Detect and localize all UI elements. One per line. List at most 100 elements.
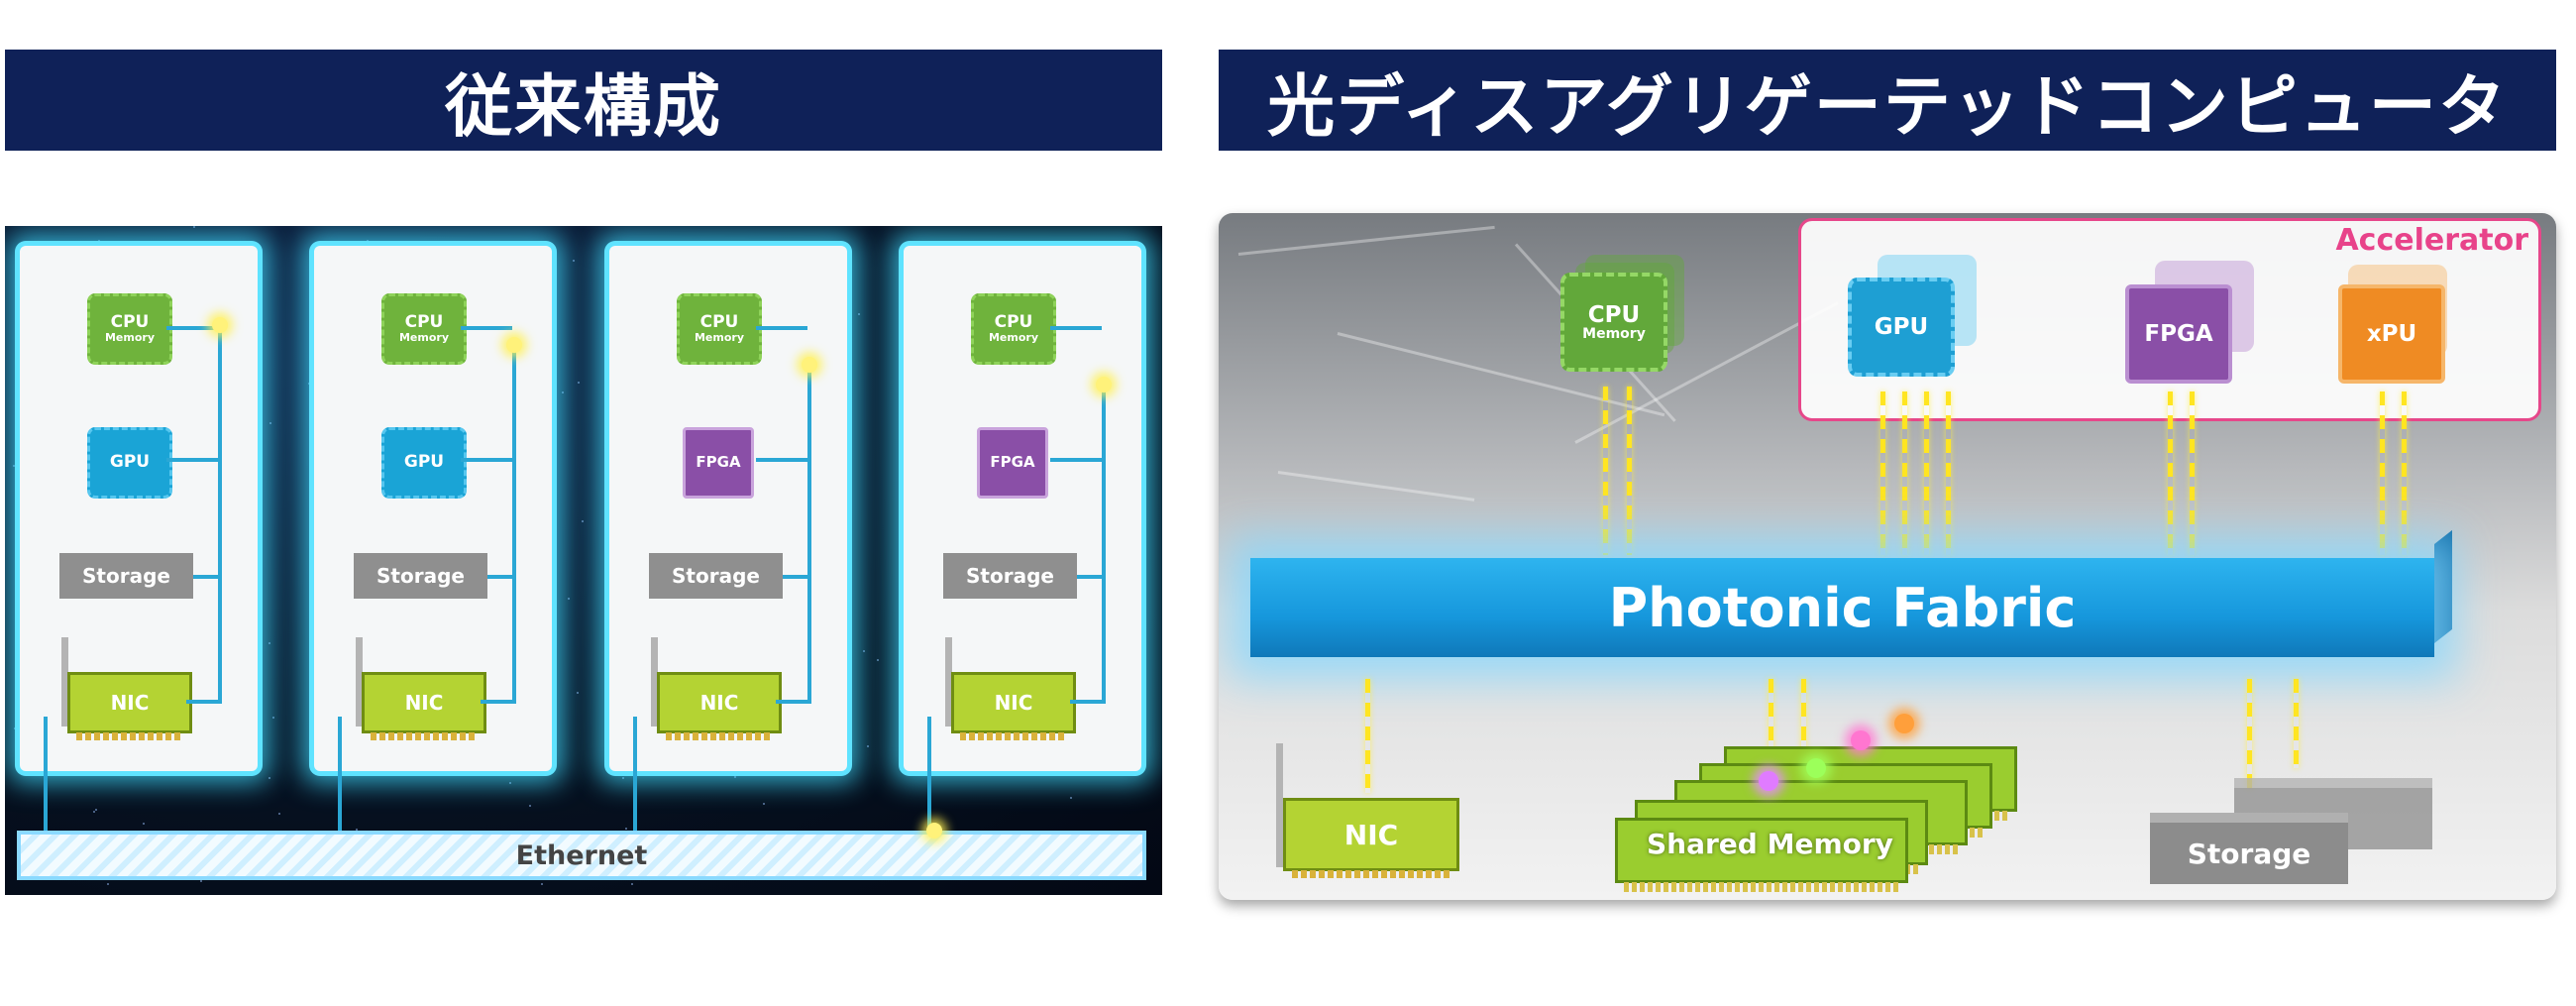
star-dot <box>562 391 564 393</box>
nic-link-wire <box>776 700 811 704</box>
memory-chip-label: Memory <box>694 331 745 345</box>
signal-dot <box>506 337 522 353</box>
memory-led <box>1806 758 1826 778</box>
nic-card: NIC <box>67 672 192 740</box>
nic-card: NIC <box>362 672 486 740</box>
ethernet-signal-dot <box>926 823 942 838</box>
star-dot <box>268 777 270 779</box>
star-dot <box>200 880 202 882</box>
memory-module <box>1615 818 1908 892</box>
star-dot <box>846 552 848 554</box>
optical-link <box>1627 387 1632 555</box>
star-dot <box>356 829 358 831</box>
star-dot <box>107 883 109 885</box>
star-dot <box>554 501 556 503</box>
optical-link <box>2190 391 2195 555</box>
optical-link <box>2168 391 2173 555</box>
star-dot <box>863 650 865 652</box>
gpu-chip-label: GPU <box>403 452 445 473</box>
fpga-chip-label: FPGA <box>990 453 1035 472</box>
ethernet-drop-wire <box>338 717 342 837</box>
cpu-link-wire <box>166 326 218 330</box>
gpu-chip: GPU <box>1848 278 1955 377</box>
ethernet-drop-wire <box>927 717 931 837</box>
cpu-chip-label: CPU <box>994 312 1033 333</box>
star-dot <box>278 813 280 815</box>
optical-link <box>2247 679 2252 788</box>
star-dot <box>193 226 195 228</box>
storage-box: Storage <box>649 553 783 599</box>
memory-led <box>1851 730 1871 750</box>
nic-card: NIC <box>951 672 1076 740</box>
storage-box: Storage <box>354 553 487 599</box>
nic-card: NIC <box>657 672 782 740</box>
cpu-chip-label: CPU <box>699 312 739 333</box>
accelerator-link-wire <box>756 458 807 462</box>
star-dot <box>272 717 274 719</box>
star-dot <box>734 776 736 778</box>
star-dot <box>631 883 633 885</box>
cpu-memory-chip: CPU Memory <box>1560 273 1667 372</box>
star-dot <box>269 422 271 424</box>
disaggregated-diagram: CPU Memory Accelerator GPU FPGA xPU Phot… <box>1219 213 2556 900</box>
ethernet-bus: Ethernet <box>17 831 1146 880</box>
cpu-link-wire <box>1050 326 1102 330</box>
nic-bracket <box>1276 743 1283 867</box>
optical-link <box>1769 679 1773 773</box>
gpu-chip-label: GPU <box>109 452 151 473</box>
optical-link <box>2294 679 2299 768</box>
memory-chip-label: Memory <box>104 331 156 345</box>
nic-link-wire <box>186 700 222 704</box>
signal-dot <box>802 357 817 373</box>
nic-bracket <box>945 637 952 727</box>
signal-dot <box>1096 377 1112 392</box>
memory-led <box>1894 714 1914 733</box>
fpga-chip-label: FPGA <box>696 453 741 472</box>
ethernet-drop-wire <box>633 717 637 837</box>
optical-link <box>1880 391 1885 555</box>
star-dot <box>541 883 543 885</box>
storage-box: Storage <box>943 553 1077 599</box>
light-streak <box>1277 471 1475 502</box>
accelerator-link-wire <box>166 458 218 462</box>
star-dot <box>312 464 314 466</box>
memory-chip-label: Memory <box>1582 325 1646 342</box>
accelerator-group-label: Accelerator <box>2335 223 2528 258</box>
cpu-chip-label: CPU <box>110 312 150 333</box>
star-dot <box>625 828 627 830</box>
photonic-fabric: Photonic Fabric <box>1250 558 2434 657</box>
fpga-chip: FPGA <box>683 427 754 499</box>
storage-link-wire <box>1077 575 1102 579</box>
star-dot <box>93 811 95 813</box>
optical-link <box>2402 391 2407 555</box>
fpga-chip: FPGA <box>2125 284 2232 384</box>
star-dot <box>577 692 579 694</box>
star-dot <box>858 313 860 315</box>
xpu-chip-label: xPU <box>2366 320 2417 347</box>
cpu-link-wire <box>756 326 807 330</box>
star-dot <box>578 382 580 384</box>
optical-link <box>1365 679 1370 793</box>
star-dot <box>763 803 765 805</box>
cpu-chip-label: CPU <box>404 312 444 333</box>
optical-link <box>2380 391 2385 555</box>
optical-link <box>1801 679 1806 758</box>
light-streak <box>1237 225 1495 256</box>
star-dot <box>13 465 15 467</box>
star-dot <box>95 809 97 811</box>
cpu-link-wire <box>461 326 512 330</box>
gpu-chip-label: GPU <box>1874 313 1929 340</box>
optical-link <box>1946 391 1951 555</box>
memory-chip-label: Memory <box>398 331 450 345</box>
nic-bracket <box>356 637 363 727</box>
internal-bus-wire <box>512 345 516 702</box>
star-dot <box>877 659 879 661</box>
internal-bus-wire <box>218 325 222 702</box>
